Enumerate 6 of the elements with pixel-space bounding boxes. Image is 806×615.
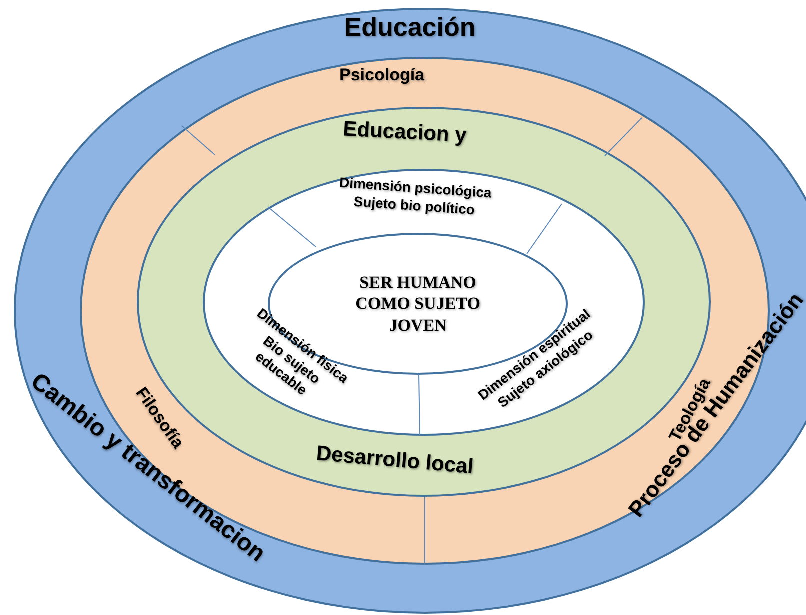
ring-label: Dimensión psicológica Sujeto bio político: [338, 173, 494, 219]
ring-label: Educacion y: [342, 116, 468, 150]
ring-label: Psicología: [339, 64, 425, 86]
ring-label: SER HUMANO COMO SUJETO JOVEN: [354, 272, 482, 336]
ring-label: Desarrollo local: [315, 441, 475, 481]
ring-label: Educación: [344, 10, 476, 44]
